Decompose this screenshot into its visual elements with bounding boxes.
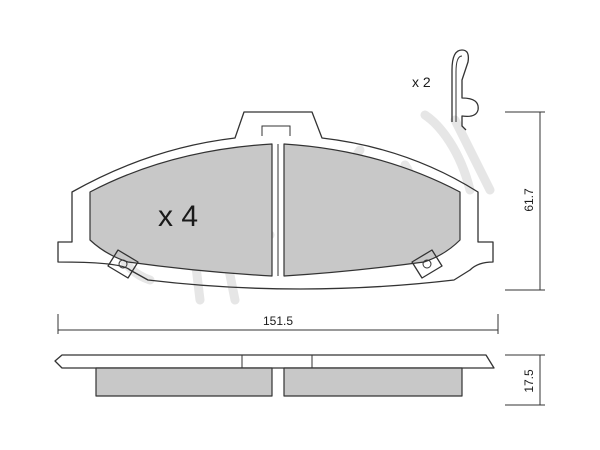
friction-material <box>89 143 273 277</box>
friction-material-right <box>283 143 461 277</box>
left-tab-hole <box>118 259 128 269</box>
side-friction-left <box>95 367 273 397</box>
height-dimension-label: 61.7 <box>522 188 536 212</box>
width-dimension: 151.5 <box>57 314 499 334</box>
center-lug <box>261 125 291 136</box>
left-tab <box>107 249 139 279</box>
thickness-dimension-label: 17.5 <box>522 369 536 393</box>
brake-pad-side-view <box>54 354 495 397</box>
backing-plate-outline <box>57 111 494 290</box>
brake-pad-top-view <box>57 111 494 290</box>
right-tab <box>411 249 443 279</box>
right-tab-hole <box>422 259 432 269</box>
pad-quantity-label: x 4 <box>158 200 198 233</box>
side-friction-right <box>283 367 463 397</box>
side-backing-plate <box>54 354 495 369</box>
height-dimension: 61.7 <box>505 111 545 291</box>
clip-quantity-label: x 2 <box>412 74 431 90</box>
spring-clip-icon <box>451 49 479 131</box>
width-dimension-label: 151.5 <box>263 314 293 328</box>
thickness-dimension: 17.5 <box>505 354 545 406</box>
